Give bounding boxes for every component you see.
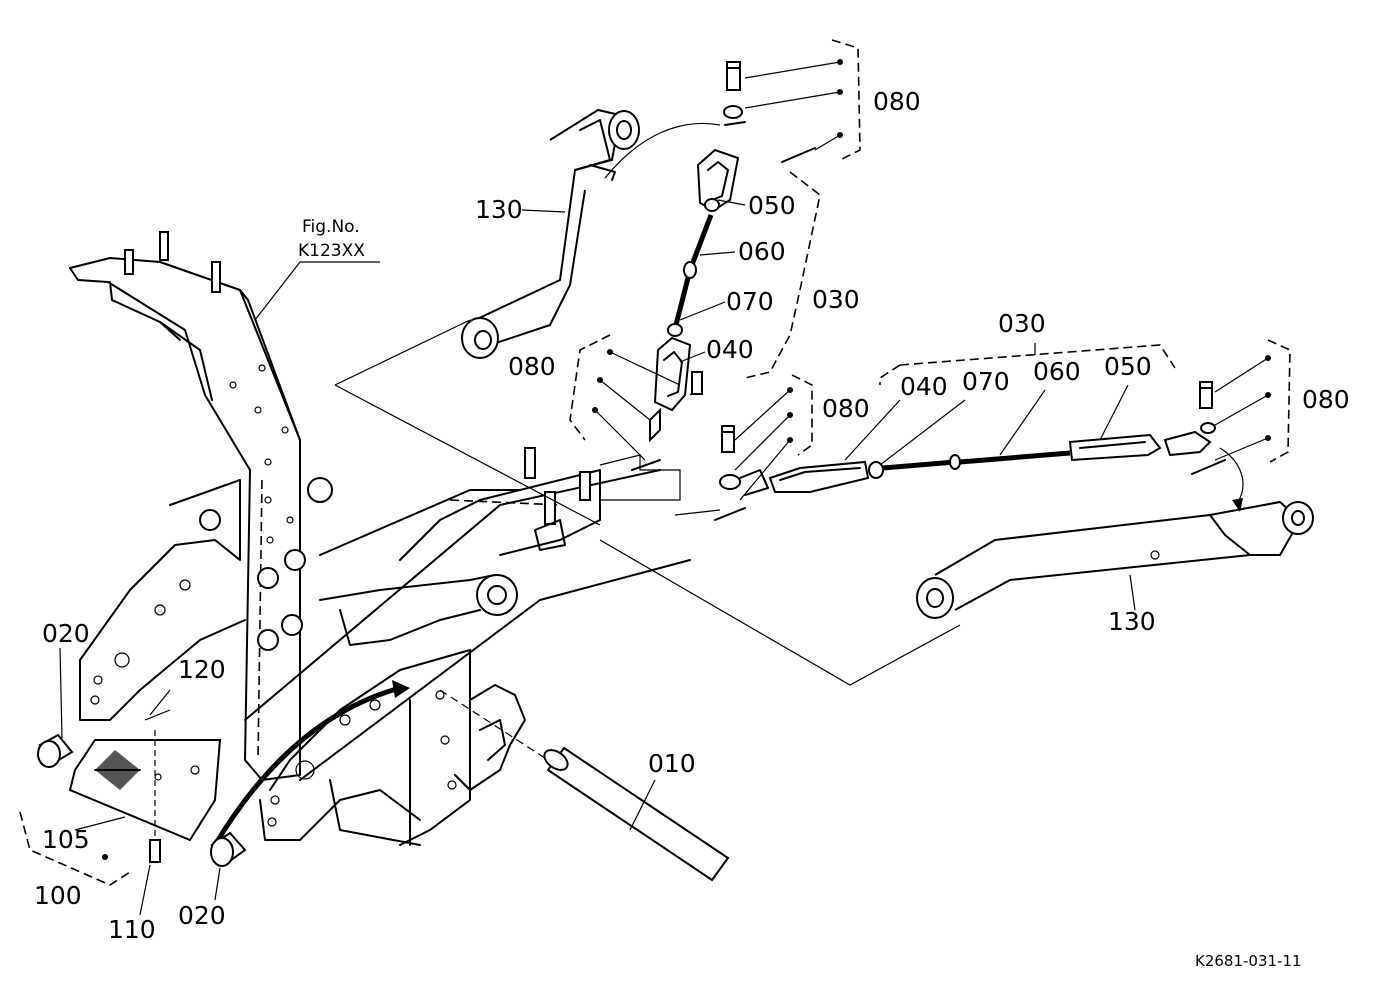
callout-leaders xyxy=(59,199,1136,916)
callout-060-left: 060 xyxy=(738,237,786,266)
pin-set-080-right xyxy=(1191,339,1291,475)
callout-110: 110 xyxy=(108,915,156,944)
callout-080-right: 080 xyxy=(1302,385,1350,414)
pin-010 xyxy=(439,689,730,882)
turnbuckle-030-horizontal xyxy=(719,430,1212,496)
callout-130-lower: 130 xyxy=(1108,607,1156,636)
lift-arm-130-upper xyxy=(461,108,721,359)
callout-labels: 130 080 050 060 070 030 040 080 030 040 … xyxy=(34,87,1350,944)
callout-080-left: 080 xyxy=(508,352,556,381)
callout-020-left: 020 xyxy=(42,619,90,648)
callout-130-upper: 130 xyxy=(475,195,523,224)
lift-arm-130-lower xyxy=(916,447,1314,619)
callout-070-right: 070 xyxy=(962,367,1010,396)
callout-040-left: 040 xyxy=(706,335,754,364)
drawing-code: K2681-031-11 xyxy=(1195,952,1302,970)
figure-reference: Fig.No. K123XX xyxy=(298,217,365,261)
callout-100: 100 xyxy=(34,881,82,910)
callout-070-left: 070 xyxy=(726,287,774,316)
callout-030-right: 030 xyxy=(998,309,1046,338)
callout-120: 120 xyxy=(178,655,226,684)
pin-set-080-left xyxy=(569,334,681,471)
turnbuckle-030-vertical xyxy=(649,148,740,443)
callout-010: 010 xyxy=(648,749,696,778)
figure-ref-line1: Fig.No. xyxy=(302,217,360,237)
group-bracket-030 xyxy=(744,171,1176,385)
callout-040-right: 040 xyxy=(900,372,948,401)
bushing-020-bottom xyxy=(210,831,247,867)
callout-030-left: 030 xyxy=(812,285,860,314)
bushing-020-left xyxy=(37,733,74,768)
step-plate-100 xyxy=(19,739,222,886)
callout-080-top: 080 xyxy=(873,87,921,116)
callout-050-right: 050 xyxy=(1104,352,1152,381)
frame-bracket xyxy=(69,231,691,847)
callout-050-left: 050 xyxy=(748,191,796,220)
callout-105: 105 xyxy=(42,825,90,854)
callout-080-mid: 080 xyxy=(822,394,870,423)
pin-set-080-mid xyxy=(714,374,813,521)
callout-060-right: 060 xyxy=(1033,357,1081,386)
pin-set-080-top xyxy=(723,39,861,163)
pin-110 xyxy=(144,709,171,863)
figure-ref-line2: K123XX xyxy=(298,241,365,261)
callout-020-bottom: 020 xyxy=(178,901,226,930)
reference-lines xyxy=(254,261,961,686)
